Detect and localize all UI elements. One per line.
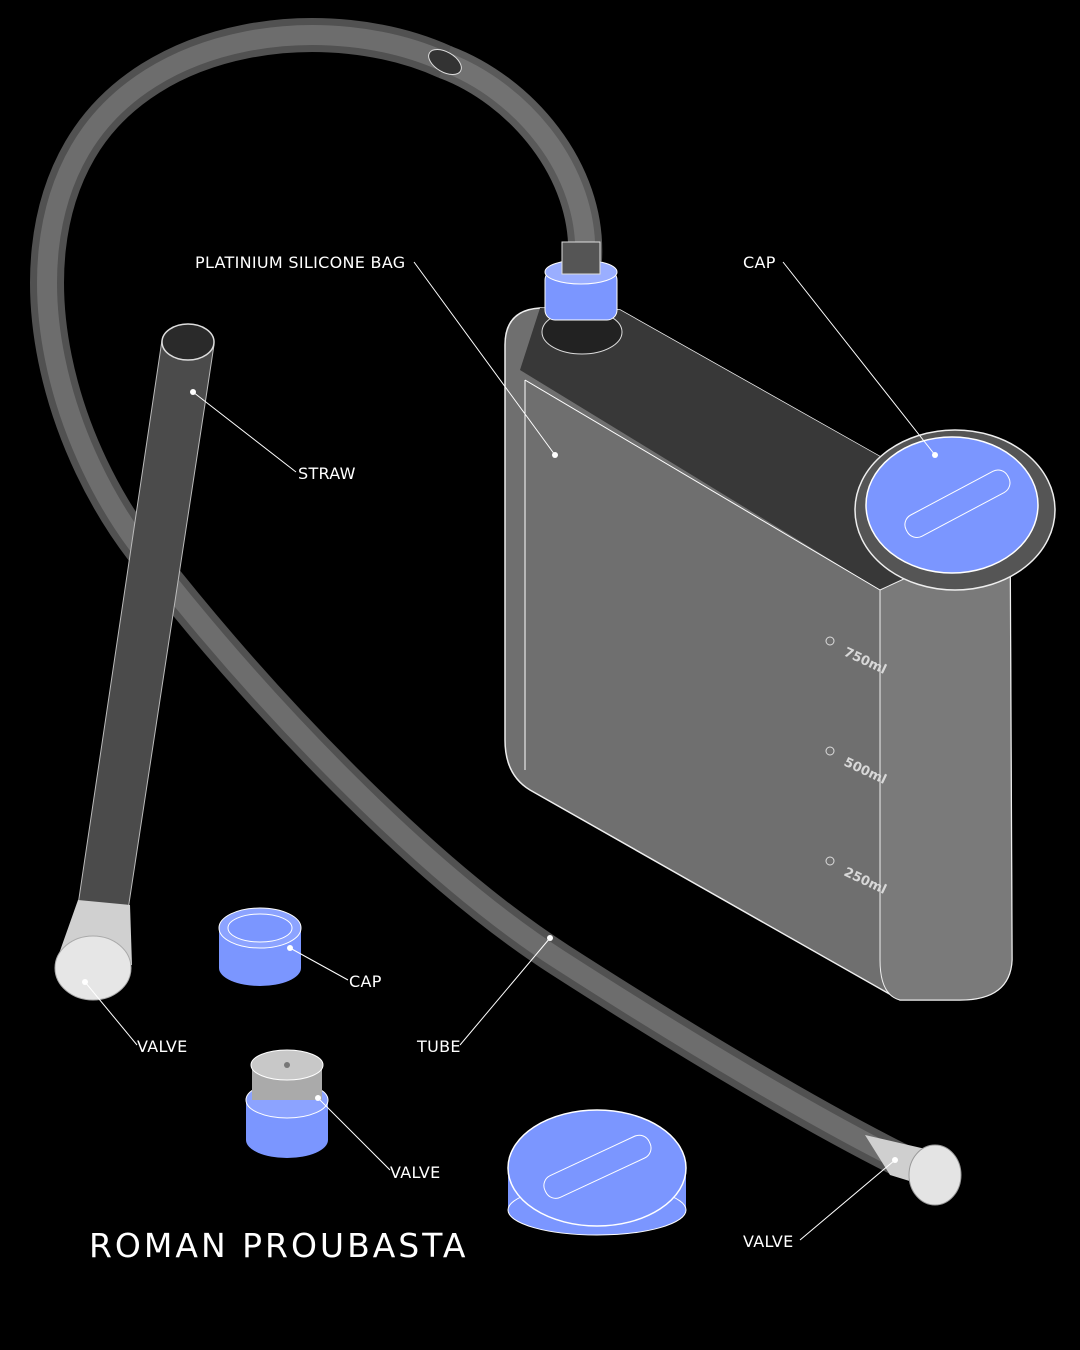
leader-lines [82,261,938,1241]
straw [54,323,215,1001]
small-valve [245,1049,329,1158]
label-straw: STRAW [298,464,356,483]
author-name: ROMAN PROUBASTA [89,1226,468,1265]
label-cap-top: CAP [743,253,776,272]
label-tube: TUBE [416,1037,461,1056]
label-valve-straw: VALVE [137,1037,188,1056]
label-cap-small: CAP [349,972,382,991]
label-valve-tube: VALVE [743,1232,794,1251]
label-valve-small: VALVE [390,1163,441,1182]
silicone-bag: 750ml 500ml 250ml [504,241,1056,1001]
tube-valve [865,1135,962,1206]
large-cap [507,1109,687,1236]
label-bag: PLATINIUM SILICONE BAG [195,253,406,272]
